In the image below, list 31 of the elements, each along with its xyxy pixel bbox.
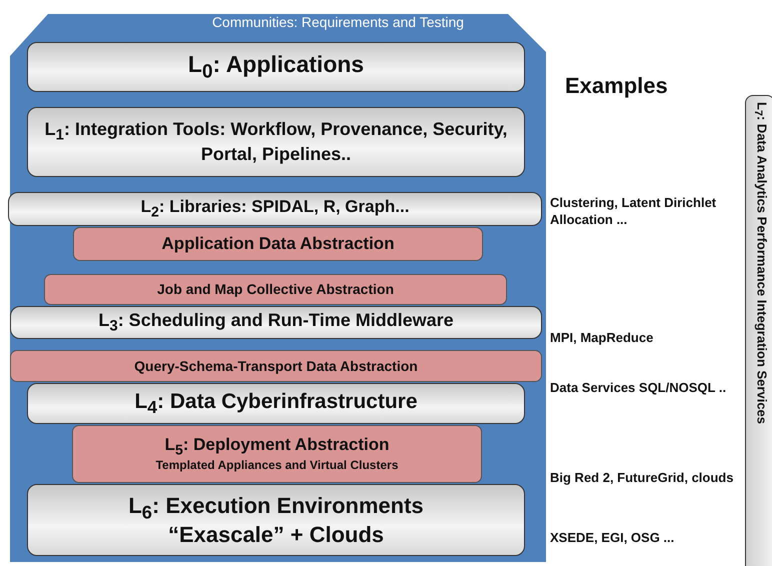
example-text: MPI, MapReduce [550,330,654,347]
layer-title: Query-Schema-Transport Data Abstraction [134,358,418,374]
layer-title: L$_{3}$: Scheduling and Run-Time Middleware [98,310,454,335]
layer-box [8,192,542,226]
abstraction-box [73,227,483,261]
layer-title: L$_{2}$: Libraries: SPIDAL, R, Graph... [140,197,410,221]
panel-title: Communities: Requirements and Testing [212,14,464,30]
layer-title: L$_{6}$: Execution Environments [128,492,424,522]
layer-title: Application Data Abstraction [162,234,394,254]
layer-box [27,107,525,177]
layer-box [27,484,525,556]
layer-title: L$_{0}$: Applications [188,50,364,84]
layer-title: Job and Map Collective Abstraction [157,281,394,298]
abstraction-box [72,425,482,483]
layer-stack-panel [8,12,548,562]
layer-subtitle: Templated Appliances and Virtual Clusters [156,458,398,473]
layer-title: L$_{4}$: Data Cyberinfrastructure [134,390,418,418]
layer-box [27,383,525,424]
example-text: XSEDE, EGI, OSG ... [550,530,676,547]
example-text: Data Services SQL/NOSQL .. [550,380,728,397]
layer-box [10,306,542,339]
abstraction-box [44,274,507,305]
example-text: Clustering, Latent Dirichlet Allocation ... [550,195,718,229]
column-heading: Examples [565,72,669,100]
layer-box [27,42,525,92]
layer-subtitle: “Exascale” + Clouds [168,522,384,548]
layer-title: L$_{1}$: Integration Tools: Workflow, Provenance, Security, Portal, Pipelines.. [44,119,508,165]
side-layer-bar [745,95,772,566]
abstraction-box [10,350,542,382]
example-text: Big Red 2, FutureGrid, clouds [550,470,734,487]
layer-title: L$_{5}$: Deployment Abstraction [164,435,390,459]
